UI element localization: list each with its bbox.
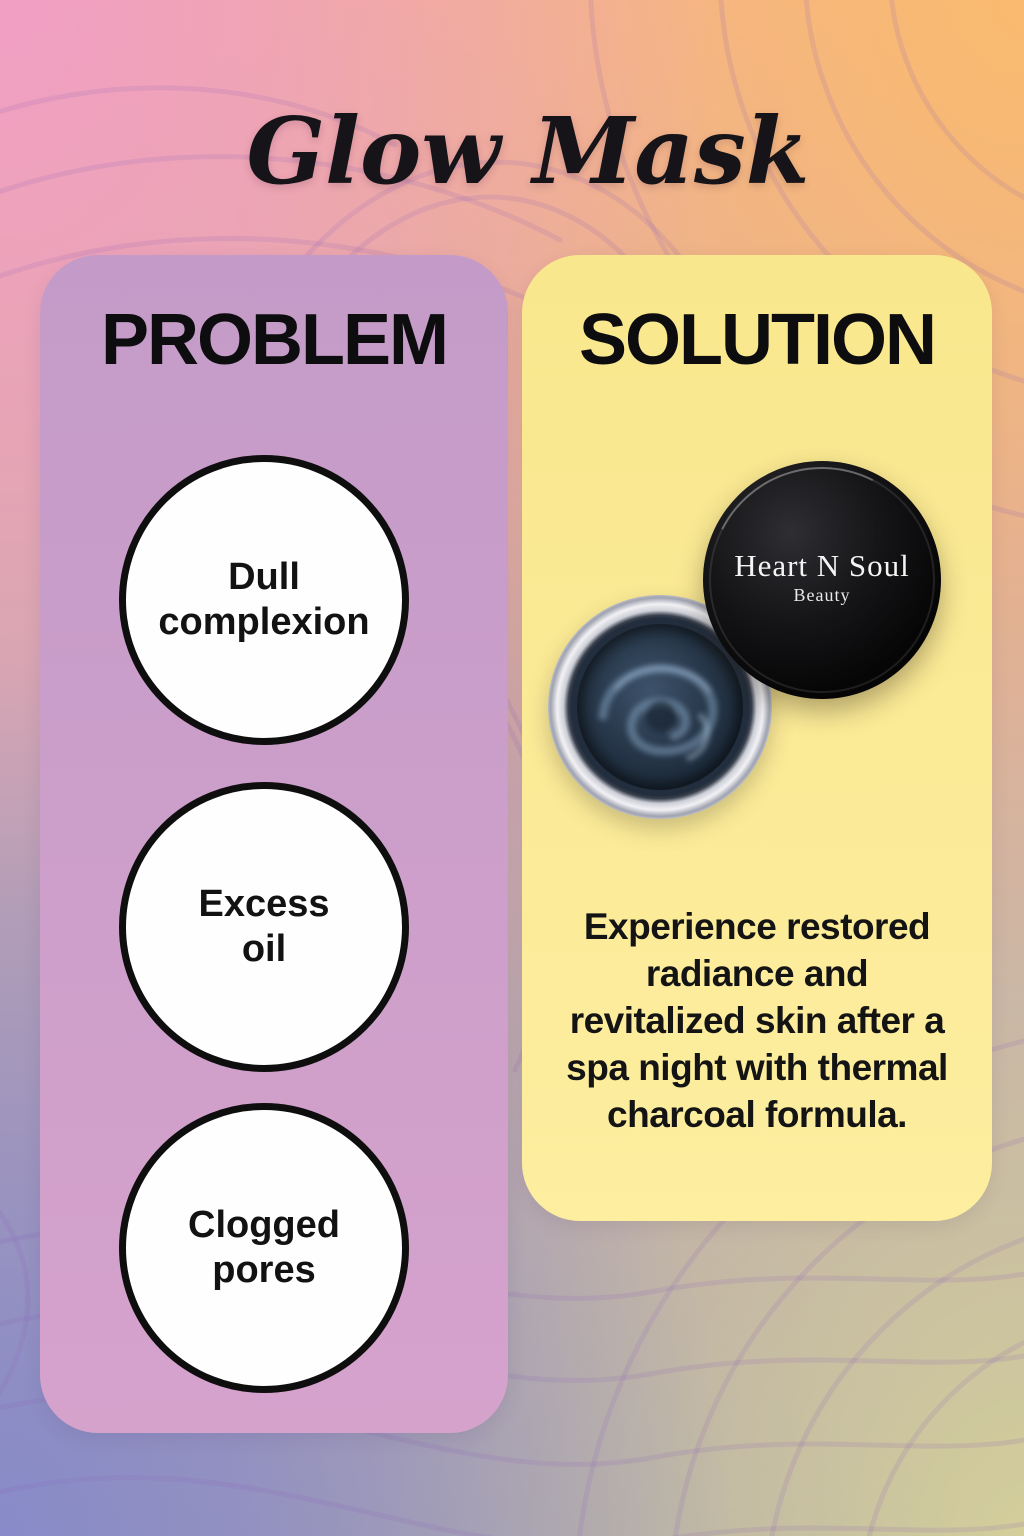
page-title: Glow Mask xyxy=(246,96,810,205)
solution-description: Experience restored radiance and revital… xyxy=(566,906,948,1135)
problem-item-label: Clogged pores xyxy=(188,1204,340,1291)
charcoal-mask-surface xyxy=(577,624,743,790)
brand-subtitle: Beauty xyxy=(793,585,851,606)
problem-circle-dull-complexion: Dull complexion xyxy=(119,455,409,745)
jar-swirl-graphic xyxy=(598,664,718,761)
problem-item-label: Excess oil xyxy=(198,883,330,970)
problem-heading: PROBLEM xyxy=(101,300,449,380)
solution-heading: SOLUTION xyxy=(579,300,937,380)
solution-card: SOLUTION xyxy=(522,255,992,1221)
problem-circle-clogged-pores: Clogged pores xyxy=(119,1103,409,1393)
problem-circle-excess-oil: Excess oil xyxy=(119,782,409,1072)
problem-item-label: Dull complexion xyxy=(158,556,370,643)
brand-name: Heart N Soul xyxy=(734,548,910,584)
product-jar-open xyxy=(548,595,772,819)
brand-label: Heart N Soul Beauty xyxy=(703,549,941,606)
problem-card: PROBLEM Dull complexion Excess oil Clogg… xyxy=(40,255,508,1433)
product-lid: Heart N Soul Beauty xyxy=(703,461,941,699)
